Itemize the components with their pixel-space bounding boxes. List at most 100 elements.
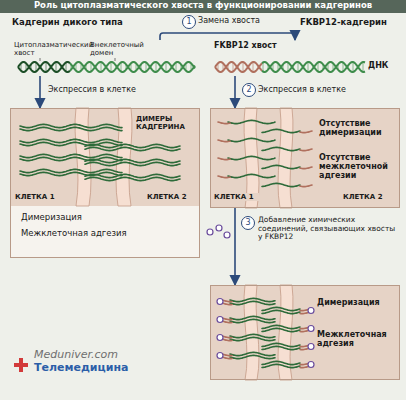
dna-rung (136, 63, 137, 71)
compound-dot (308, 344, 314, 350)
leader-line (115, 58, 116, 61)
node-text: FKBP12 хвост (214, 41, 314, 50)
dna-rung (363, 62, 364, 72)
dna-rung (56, 62, 57, 72)
dna-strand (18, 62, 70, 72)
dna-rung (146, 63, 147, 72)
dna-rung (91, 63, 92, 72)
cadherin-molecule (85, 144, 180, 147)
cadherin-molecule (222, 357, 232, 359)
dna-rung (21, 63, 22, 71)
node-text: ДИМЕРЫ КАДГЕРИНА (135, 115, 199, 131)
dna-rung (353, 62, 354, 72)
dna-rung (318, 63, 319, 72)
flow-arrow (39, 76, 41, 108)
cadherin-molecule (262, 325, 300, 328)
node-text: Цитоплазматический хвост (14, 41, 96, 57)
dna-strand (215, 62, 262, 72)
cell-panel-box: Отсутствие димеризацииОтсутствие межклет… (210, 108, 400, 208)
dna-strand (262, 62, 365, 72)
dna-rung (228, 64, 229, 69)
cadherin-molecule (85, 159, 180, 162)
dna-rung (191, 63, 192, 71)
cadherin-molecule (262, 147, 300, 150)
node-text: Димеризация (317, 298, 399, 307)
cadherin-molecule (230, 337, 275, 340)
node-text: КЛЕТКА 2 (147, 193, 199, 201)
dna-rung (253, 62, 254, 72)
dna-rung (273, 63, 274, 71)
dna-rung (313, 66, 314, 69)
dna-rung (181, 64, 182, 69)
cadherin-molecule (262, 183, 300, 186)
node-text: Межклеточная адгезия (317, 330, 399, 348)
dna-gene: Цитоплазматический хвостВнеклеточный дом… (10, 40, 200, 76)
dna-strand (18, 62, 70, 72)
dna-rung (298, 62, 299, 72)
dna-rung (328, 63, 329, 71)
logo-cross (19, 358, 23, 372)
cadherin-molecule (222, 321, 232, 323)
cadherin-molecule (262, 129, 300, 132)
compound-dot (217, 335, 223, 341)
dna-rung (186, 63, 187, 71)
dna-rung (268, 64, 269, 69)
cadherin-molecule (228, 138, 275, 141)
label-text: Телемедицина (34, 362, 154, 375)
flow-arrow (234, 76, 236, 108)
dna-rung (121, 63, 122, 72)
cadherin-molecule (300, 131, 312, 133)
callout-number: 2 (242, 83, 256, 97)
dna-rung (323, 64, 324, 69)
cadherin-molecule (228, 120, 275, 123)
edge-label: Экспрессия в клетке (48, 85, 168, 94)
compound-dot (224, 232, 230, 238)
cadherin-molecule (262, 364, 300, 367)
dna-rung (111, 62, 112, 72)
cell-panel (10, 108, 200, 206)
result-panel (10, 206, 200, 258)
cadherin-molecule (20, 127, 122, 130)
dna-rung (36, 63, 37, 72)
cadherin-molecule (218, 122, 230, 124)
cadherin-molecule (262, 328, 300, 331)
cadherin-molecule (218, 140, 230, 142)
node-text: Отсутствие димеризации (319, 119, 399, 137)
compound-dot (217, 353, 223, 359)
dna-rung (76, 63, 77, 71)
compound-dot (216, 225, 222, 231)
leader-line (40, 58, 41, 61)
edge-label: Замена хвоста (198, 16, 298, 25)
cadherin-molecule (218, 158, 230, 160)
label-text: Meduniver.com (34, 349, 154, 362)
cadherin-molecule (20, 142, 122, 145)
dna-rung (333, 63, 334, 71)
dna-rung (81, 63, 82, 71)
node-text: КЛЕТКА 1 (213, 193, 259, 201)
dna-rung (71, 64, 72, 69)
cadherin-molecule (85, 177, 180, 180)
dna-rung (41, 66, 42, 69)
node-text: ДНК (368, 61, 398, 70)
cadherin-molecule (230, 301, 275, 304)
dna-rung (338, 64, 339, 69)
dna-rung (96, 66, 97, 69)
cadherin-molecule (230, 319, 275, 322)
cadherin-molecule (262, 310, 300, 313)
compound-dot (308, 308, 314, 314)
cadherin-molecule (222, 339, 232, 341)
dna-rung (233, 63, 234, 72)
cadherin-molecule (262, 165, 300, 168)
dna-rung (141, 64, 142, 69)
dna-strand (262, 62, 365, 72)
dna-gene: FKBP12 хвостДНК (210, 40, 400, 76)
cadherin-molecule (20, 172, 122, 175)
flow-arrow (160, 33, 295, 40)
dna-rung (308, 62, 309, 72)
label-text: FKBP12-кадгерин (300, 18, 400, 28)
compound-dot (308, 326, 314, 332)
cadherin-molecule (300, 149, 312, 151)
dna-rung (86, 64, 87, 69)
dna-rung (343, 63, 344, 72)
cell-panel (210, 285, 400, 380)
